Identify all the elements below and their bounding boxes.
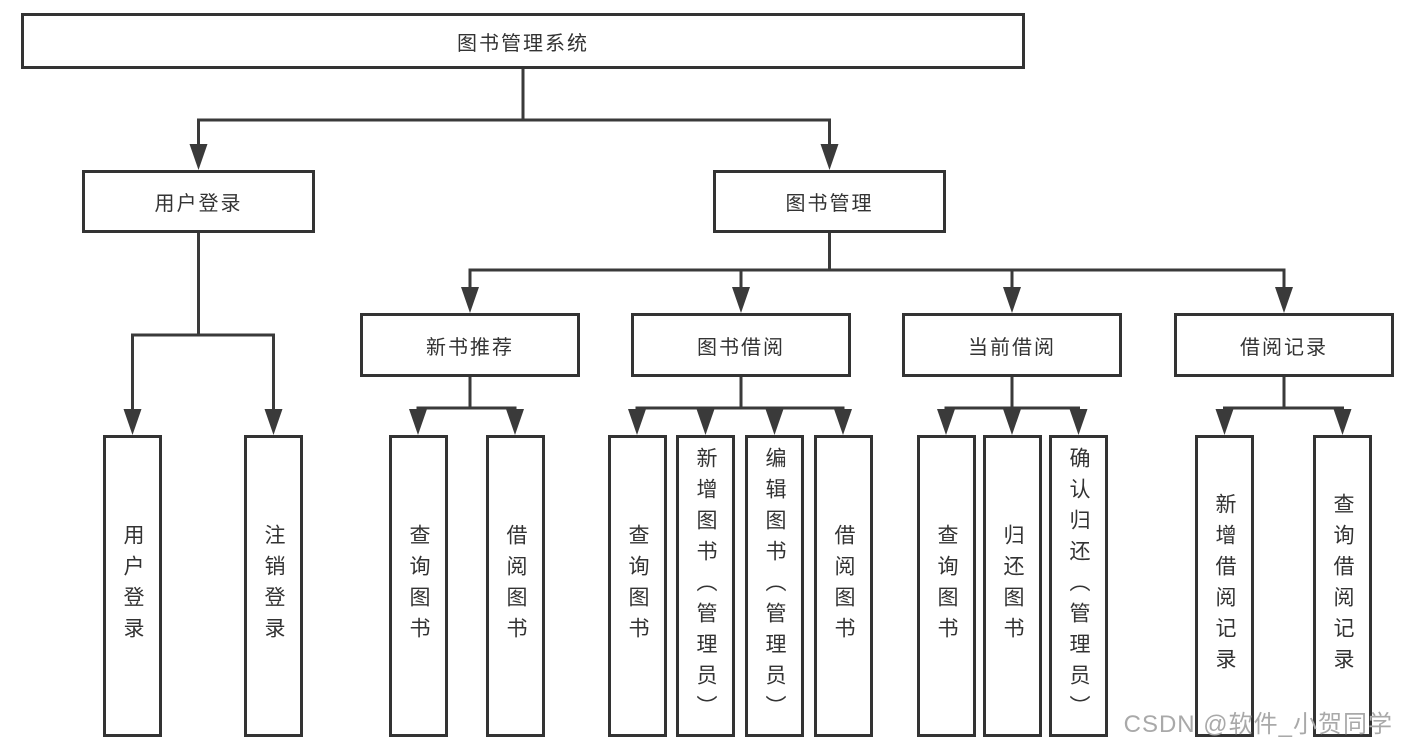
leaf-label: 确认归还（管理员） [1067,446,1090,726]
leaf-query-borrow-record: 查询借阅记录 [1313,435,1372,737]
leaf-label: 新增借阅记录 [1213,493,1236,679]
leaf-label: 查询借阅记录 [1331,493,1354,679]
leaf-label: 查询图书 [407,524,430,648]
leaf-label: 借阅图书 [504,524,527,648]
leaf-label: 借阅图书 [832,524,855,648]
leaf-label: 编辑图书（管理员） [763,446,786,726]
node-book-borrow: 图书借阅 [631,313,851,377]
node-borrow-records: 借阅记录 [1174,313,1394,377]
leaf-confirm-return-admin: 确认归还（管理员） [1049,435,1108,737]
leaf-edit-book-admin: 编辑图书（管理员） [745,435,804,737]
leaf-user-login: 用户登录 [103,435,162,737]
node-new-book-recommend: 新书推荐 [360,313,580,377]
node-current-borrow: 当前借阅 [902,313,1122,377]
leaf-return-book: 归还图书 [983,435,1042,737]
leaf-add-book-admin: 新增图书（管理员） [676,435,735,737]
leaf-label: 注销登录 [262,524,285,648]
leaf-add-borrow-record: 新增借阅记录 [1195,435,1254,737]
node-root: 图书管理系统 [21,13,1025,69]
leaf-label: 新增图书（管理员） [694,446,717,726]
leaf-label: 归还图书 [1001,524,1024,648]
leaf-borrow-book: 借阅图书 [814,435,873,737]
node-book-management: 图书管理 [713,170,946,233]
leaf-label: 查询图书 [626,524,649,648]
leaf-query-book-current: 查询图书 [917,435,976,737]
leaf-query-book-borrow: 查询图书 [608,435,667,737]
leaf-label: 查询图书 [935,524,958,648]
csdn-watermark: CSDN @软件_小贺同学 [1123,711,1393,738]
leaf-query-book-recommend: 查询图书 [389,435,448,737]
leaf-borrow-book-recommend: 借阅图书 [486,435,545,737]
node-user-login: 用户登录 [82,170,315,233]
leaf-label: 用户登录 [121,524,144,648]
leaf-logout: 注销登录 [244,435,303,737]
